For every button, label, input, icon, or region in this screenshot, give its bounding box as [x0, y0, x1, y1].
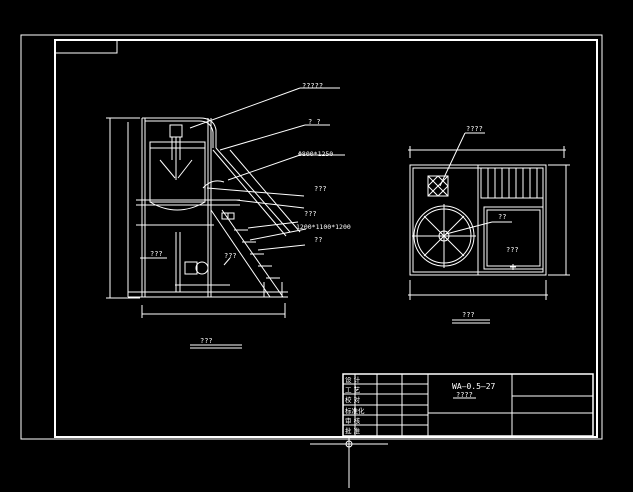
- top-callout-2: ??: [498, 213, 506, 221]
- top-view: [408, 132, 570, 324]
- front-callout-2: ? ?: [308, 118, 321, 126]
- front-callout-9: ???: [150, 250, 163, 258]
- title-row-2: 工 艺: [345, 386, 361, 394]
- front-callout-7: ??: [314, 236, 322, 244]
- title-row-4: 标准化: [345, 406, 365, 415]
- top-callout-3: ???: [506, 246, 519, 254]
- top-callout-1: ????: [466, 125, 483, 133]
- front-view-caption: ???: [200, 337, 213, 345]
- front-callout-1: ?????: [302, 82, 323, 90]
- front-callout-8: ???: [224, 252, 237, 260]
- top-view-caption: ???: [462, 311, 475, 319]
- title-block: [310, 373, 594, 488]
- front-view: [106, 87, 345, 349]
- sheet-border: [20, 34, 603, 440]
- front-callout-5: ???: [304, 210, 317, 218]
- front-callout-3: Φ800*1250: [298, 150, 333, 158]
- drawing-name: ????: [456, 391, 473, 399]
- front-callout-6: 1200*1100*1200: [296, 223, 351, 231]
- drawing-number: WA—0.5—27: [452, 382, 496, 391]
- front-callout-4: ???: [314, 185, 327, 193]
- title-row-6: 批 准: [345, 426, 361, 435]
- title-row-1: 设 计: [345, 375, 361, 384]
- title-row-5: 审 核: [345, 416, 361, 425]
- title-row-3: 校 对: [345, 395, 361, 404]
